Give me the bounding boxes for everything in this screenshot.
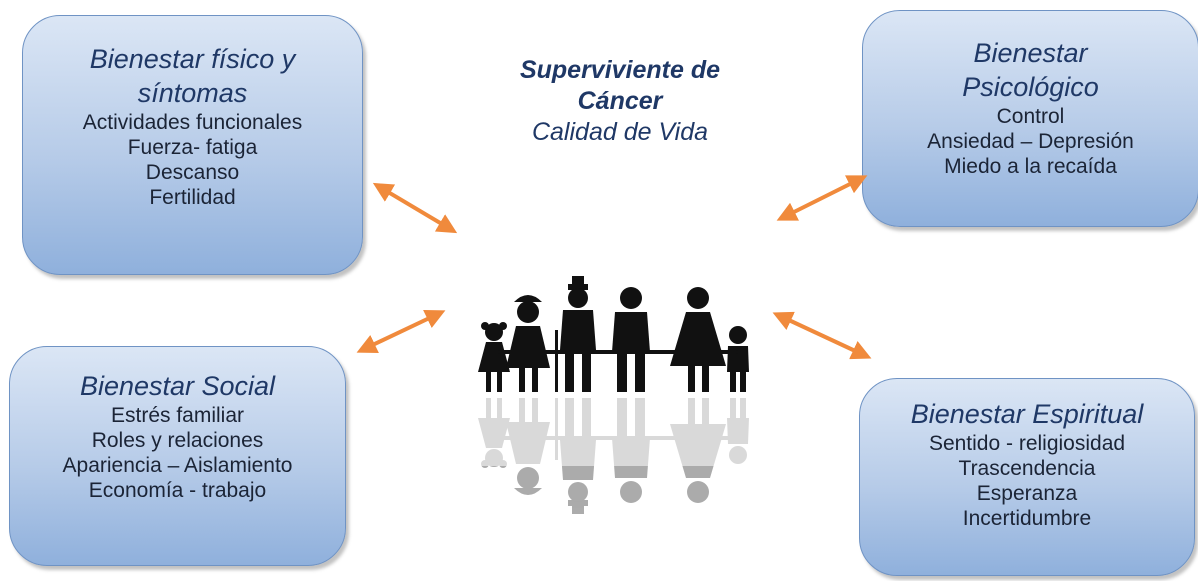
- box-item: Trascendencia: [958, 457, 1096, 480]
- box-title: Bienestar: [973, 38, 1088, 68]
- box-item: Miedo a la recaída: [944, 155, 1117, 178]
- box-item: Incertidumbre: [962, 507, 1092, 530]
- box-title: Bienestar Espiritual: [910, 399, 1144, 429]
- box-spiritual-wellbeing: Bienestar Espiritual Sentido - religiosi…: [859, 378, 1195, 576]
- double-arrow-icon: [776, 175, 868, 221]
- center-title: Superviviente de Cáncer Calidad de Vida: [490, 55, 750, 148]
- box-title: Bienestar físico y: [89, 44, 296, 74]
- box-item: Estrés familiar: [110, 404, 245, 427]
- box-title: Psicológico: [962, 72, 1099, 102]
- box-item: Economía - trabajo: [88, 479, 267, 502]
- double-arrow-icon: [772, 311, 872, 360]
- center-title-line: Superviviente de: [519, 56, 721, 84]
- box-item: Esperanza: [976, 482, 1078, 505]
- box-item: Ansiedad – Depresión: [927, 130, 1134, 153]
- double-arrow-icon: [372, 182, 458, 234]
- box-item: Actividades funcionales: [82, 111, 303, 134]
- box-physical-wellbeing: Bienestar físico y síntomas Actividades …: [22, 15, 363, 275]
- box-title: Bienestar Social: [79, 371, 276, 401]
- box-item: Descanso: [145, 161, 240, 184]
- center-title-line: Cáncer: [577, 87, 663, 115]
- box-social-wellbeing: Bienestar Social Estrés familiar Roles y…: [9, 346, 346, 566]
- box-item: Sentido - religiosidad: [928, 432, 1126, 455]
- box-item: Roles y relaciones: [91, 429, 264, 452]
- box-item: Apariencia – Aislamiento: [62, 454, 293, 477]
- box-psychological-wellbeing: Bienestar Psicológico Control Ansiedad –…: [862, 10, 1198, 227]
- double-arrow-icon: [356, 309, 446, 354]
- box-item: Fuerza- fatiga: [127, 136, 258, 159]
- box-item: Control: [996, 105, 1065, 128]
- center-subtitle: Calidad de Vida: [531, 118, 709, 146]
- box-item: Fertilidad: [149, 186, 236, 209]
- box-title: síntomas: [137, 78, 248, 108]
